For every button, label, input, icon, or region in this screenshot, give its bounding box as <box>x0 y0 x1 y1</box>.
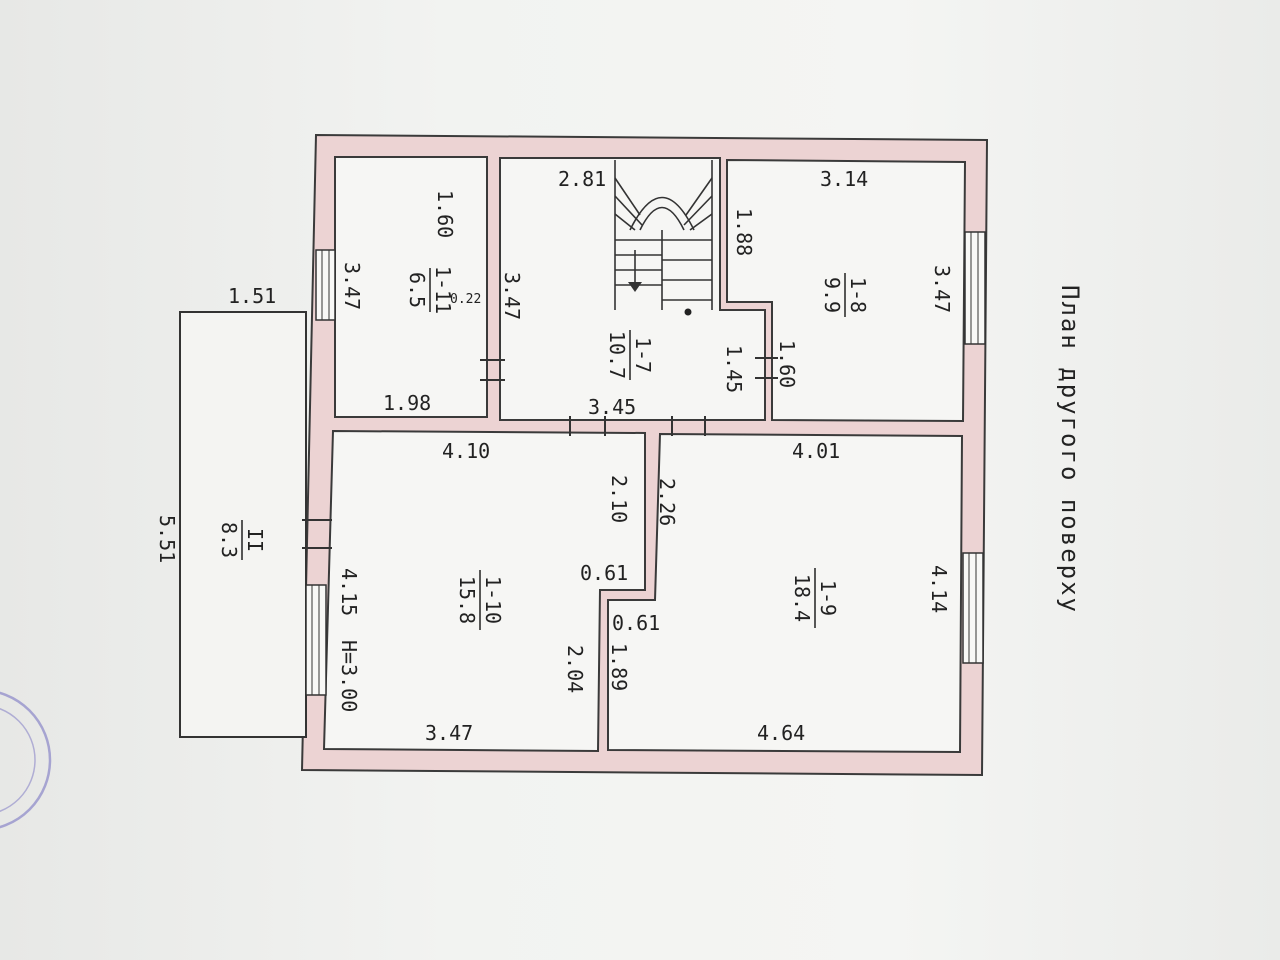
dim-r19-bottom: 4.64 <box>757 721 805 745</box>
room-1-11 <box>334 156 488 418</box>
dim-r110-top: 4.10 <box>442 439 490 463</box>
room-1-10-label: 1-10 15.8 <box>455 570 505 630</box>
room-1-9-label: 1-9 18.4 <box>790 568 840 628</box>
dim-r111-side: 3.47 <box>340 262 364 310</box>
windows <box>305 231 986 696</box>
ceiling-height-note: H=3.00 <box>337 640 361 712</box>
dim-balcony-top: 1.51 <box>228 284 276 308</box>
official-stamp <box>0 691 52 829</box>
dim-r18-right: 3.47 <box>930 265 954 313</box>
dim-r19-notch: 0.61 <box>612 611 660 635</box>
room-id: 1-10 <box>481 576 505 624</box>
dim-r19-top: 4.01 <box>792 439 840 463</box>
room-1-8 <box>726 158 967 423</box>
dim-r111-bottom: 1.98 <box>383 391 431 415</box>
dim-r17-bottom: 3.45 <box>588 395 636 419</box>
dim-r110-notch: 0.61 <box>580 561 628 585</box>
balcony-outline <box>179 311 307 738</box>
dim-r111-notch: 0.22 <box>450 292 481 307</box>
plan-title: План другого поверху <box>1056 285 1084 614</box>
room-area: 18.4 <box>790 574 814 622</box>
dim-r19-right: 4.14 <box>927 565 951 613</box>
room-area: 8.3 <box>217 522 241 558</box>
dim-r110-right: 2.10 <box>607 475 631 523</box>
room-id: 1-8 <box>846 277 870 313</box>
room-1-9 <box>607 432 964 754</box>
room-id: 1-9 <box>816 580 840 616</box>
dim-r110-right2: 2.04 <box>563 645 587 693</box>
room-id: 1-7 <box>631 337 655 373</box>
dim-r19-left: 2.26 <box>655 478 679 526</box>
room-area: 6.5 <box>405 272 429 308</box>
room-id: II <box>243 528 267 552</box>
room-1-7-label: 1-7 10.7 <box>605 330 655 380</box>
dim-r18-side: 1.88 <box>732 208 756 256</box>
room-area: 15.8 <box>455 576 479 624</box>
room-1-10 <box>322 429 646 753</box>
dim-r19-left2: 1.89 <box>607 643 631 691</box>
room-area: 9.9 <box>820 277 844 313</box>
dim-r110-bottom: 3.47 <box>425 721 473 745</box>
dim-r17-stair: 2.81 <box>558 167 606 191</box>
room-1-8-label: 1-8 9.9 <box>820 273 870 317</box>
dim-r17-corridor: 1.45 <box>722 345 746 393</box>
staircase <box>614 160 713 316</box>
dim-r18-top: 3.14 <box>820 167 868 191</box>
dim-r18-bottom: 1.60 <box>775 340 799 388</box>
room-id: 1-11 <box>431 266 455 314</box>
door-markers <box>302 357 778 549</box>
room-1-11-label: 1-11 6.5 <box>405 266 455 314</box>
dim-balcony-side: 5.51 <box>155 515 179 563</box>
balcony-label: II 8.3 <box>217 520 267 560</box>
dim-r110-left: 4.15 <box>337 568 361 616</box>
room-area: 10.7 <box>605 331 629 379</box>
dim-r111-top: 1.60 <box>433 190 457 238</box>
dim-r17-side: 3.47 <box>500 272 524 320</box>
